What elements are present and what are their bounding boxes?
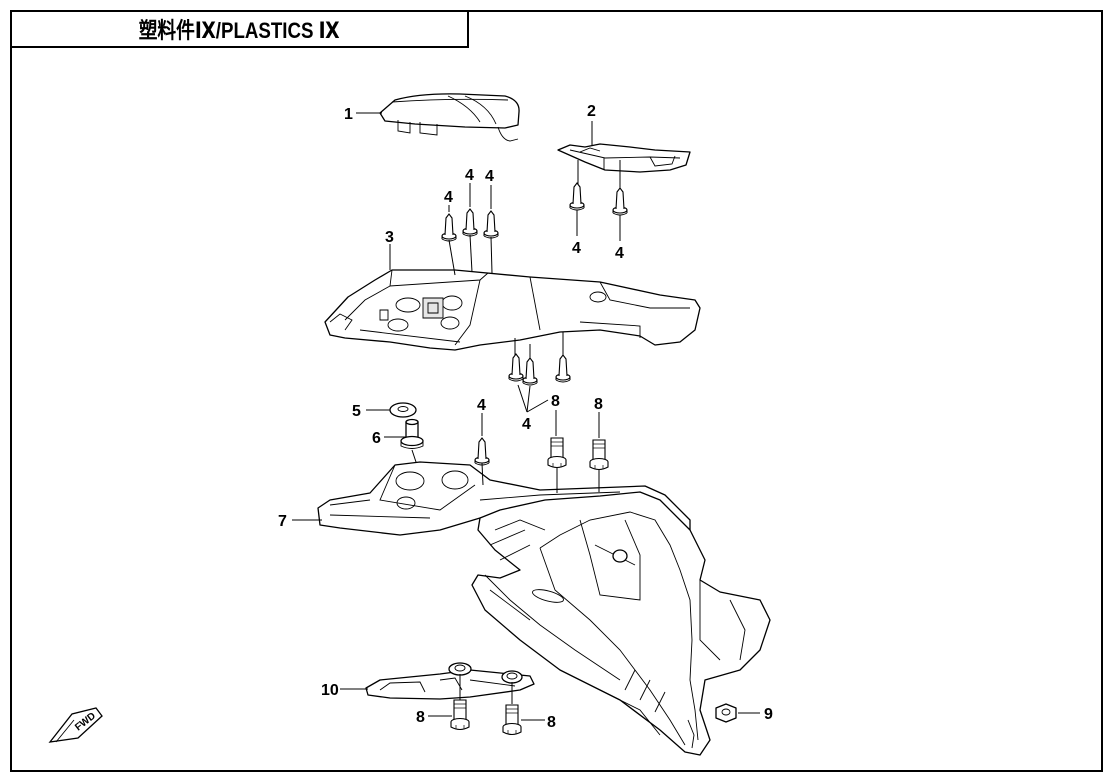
rivet-4	[441, 213, 457, 242]
callout-9: 9	[764, 706, 773, 723]
forward-arrow-icon: FWD	[48, 707, 103, 743]
callout-4: 4	[477, 397, 486, 414]
part-5-washer	[389, 402, 417, 418]
rivet-4	[474, 437, 490, 466]
callout-8: 8	[594, 396, 603, 413]
callout-7: 7	[278, 513, 287, 530]
bolt-8	[502, 704, 522, 736]
callout-10: 10	[321, 682, 339, 699]
bolt-8	[589, 439, 609, 471]
callout-4: 4	[522, 416, 531, 433]
callout-5: 5	[352, 403, 361, 420]
part-9-nut	[715, 703, 737, 723]
part-2-bracket	[557, 143, 691, 173]
callout-4: 4	[572, 240, 581, 257]
callout-3: 3	[385, 229, 394, 246]
part-10-lower-bracket	[365, 662, 535, 700]
drawing-frame	[10, 10, 1103, 772]
page-title: 塑料件Ⅸ/PLASTICS Ⅸ	[139, 18, 340, 43]
rivet-4	[569, 182, 585, 211]
callout-2: 2	[587, 103, 596, 120]
callout-4: 4	[615, 245, 624, 262]
rivet-4	[462, 208, 478, 237]
part-6-grommet	[400, 418, 424, 449]
part-3-upper-cover	[324, 269, 701, 351]
callout-8: 8	[551, 393, 560, 410]
callout-1: 1	[344, 106, 353, 123]
callout-6: 6	[372, 430, 381, 447]
rivet-4	[483, 210, 499, 239]
callout-4: 4	[485, 168, 494, 185]
bolt-8	[547, 437, 567, 469]
rivet-4	[522, 357, 538, 386]
title-box: 塑料件Ⅸ/PLASTICS Ⅸ	[10, 10, 469, 48]
callout-4: 4	[465, 167, 474, 184]
callout-8: 8	[416, 709, 425, 726]
part-1-cap	[379, 93, 520, 142]
part-7-rear-fender	[317, 461, 771, 756]
rivet-4	[555, 354, 571, 383]
bolt-8	[450, 699, 470, 731]
rivet-4	[508, 353, 524, 382]
callout-4: 4	[444, 189, 453, 206]
rivet-4	[612, 187, 628, 216]
callout-8: 8	[547, 714, 556, 731]
